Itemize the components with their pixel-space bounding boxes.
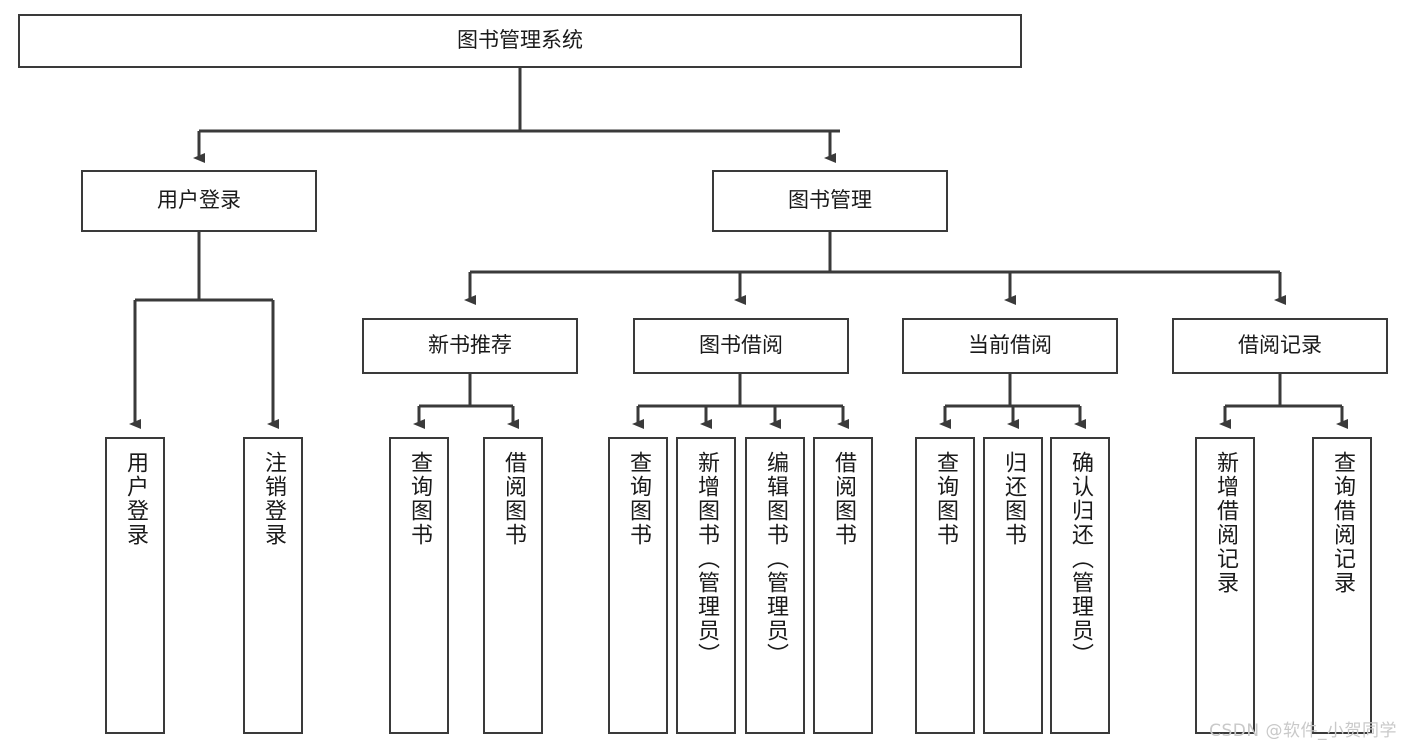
- node-borrow-record-label: 借阅记录: [1238, 333, 1322, 358]
- leaf-edit-book[interactable]: 编辑图书（管理员）: [745, 437, 805, 734]
- node-borrow-record[interactable]: 借阅记录: [1172, 318, 1388, 374]
- leaf-add-book-label: 新增图书（管理员）: [694, 451, 719, 667]
- leaf-user-login-label: 用户登录: [123, 451, 148, 547]
- leaf-borrow-book-2-label: 借阅图书: [831, 451, 856, 547]
- leaf-query-record-label: 查询借阅记录: [1330, 451, 1355, 595]
- leaf-query-book-1[interactable]: 查询图书: [389, 437, 449, 734]
- leaf-query-book-3[interactable]: 查询图书: [915, 437, 975, 734]
- node-book-borrow-label: 图书借阅: [699, 333, 783, 358]
- node-new-book-recommend[interactable]: 新书推荐: [362, 318, 578, 374]
- leaf-add-record[interactable]: 新增借阅记录: [1195, 437, 1255, 734]
- node-user-login-label: 用户登录: [157, 188, 241, 213]
- leaf-query-record[interactable]: 查询借阅记录: [1312, 437, 1372, 734]
- leaf-query-book-3-label: 查询图书: [933, 451, 958, 547]
- node-new-book-recommend-label: 新书推荐: [428, 333, 512, 358]
- leaf-return-book-label: 归还图书: [1001, 451, 1026, 547]
- node-book-manage[interactable]: 图书管理: [712, 170, 948, 232]
- leaf-logout-label: 注销登录: [261, 451, 286, 547]
- node-current-borrow[interactable]: 当前借阅: [902, 318, 1118, 374]
- leaf-borrow-book-1[interactable]: 借阅图书: [483, 437, 543, 734]
- leaf-confirm-return-label: 确认归还（管理员）: [1068, 451, 1093, 667]
- leaf-add-book[interactable]: 新增图书（管理员）: [676, 437, 736, 734]
- node-book-manage-label: 图书管理: [788, 188, 872, 213]
- leaf-query-book-1-label: 查询图书: [407, 451, 432, 547]
- leaf-borrow-book-1-label: 借阅图书: [501, 451, 526, 547]
- leaf-user-login[interactable]: 用户登录: [105, 437, 165, 734]
- node-book-borrow[interactable]: 图书借阅: [633, 318, 849, 374]
- leaf-logout[interactable]: 注销登录: [243, 437, 303, 734]
- watermark: CSDN @软件_小贺同学: [1209, 721, 1397, 741]
- leaf-return-book[interactable]: 归还图书: [983, 437, 1043, 734]
- leaf-confirm-return[interactable]: 确认归还（管理员）: [1050, 437, 1110, 734]
- node-root-label: 图书管理系统: [457, 28, 583, 53]
- leaf-add-record-label: 新增借阅记录: [1213, 451, 1238, 595]
- leaf-borrow-book-2[interactable]: 借阅图书: [813, 437, 873, 734]
- leaf-edit-book-label: 编辑图书（管理员）: [763, 451, 788, 667]
- node-user-login[interactable]: 用户登录: [81, 170, 317, 232]
- node-current-borrow-label: 当前借阅: [968, 333, 1052, 358]
- leaf-query-book-2-label: 查询图书: [626, 451, 651, 547]
- leaf-query-book-2[interactable]: 查询图书: [608, 437, 668, 734]
- node-root[interactable]: 图书管理系统: [18, 14, 1022, 68]
